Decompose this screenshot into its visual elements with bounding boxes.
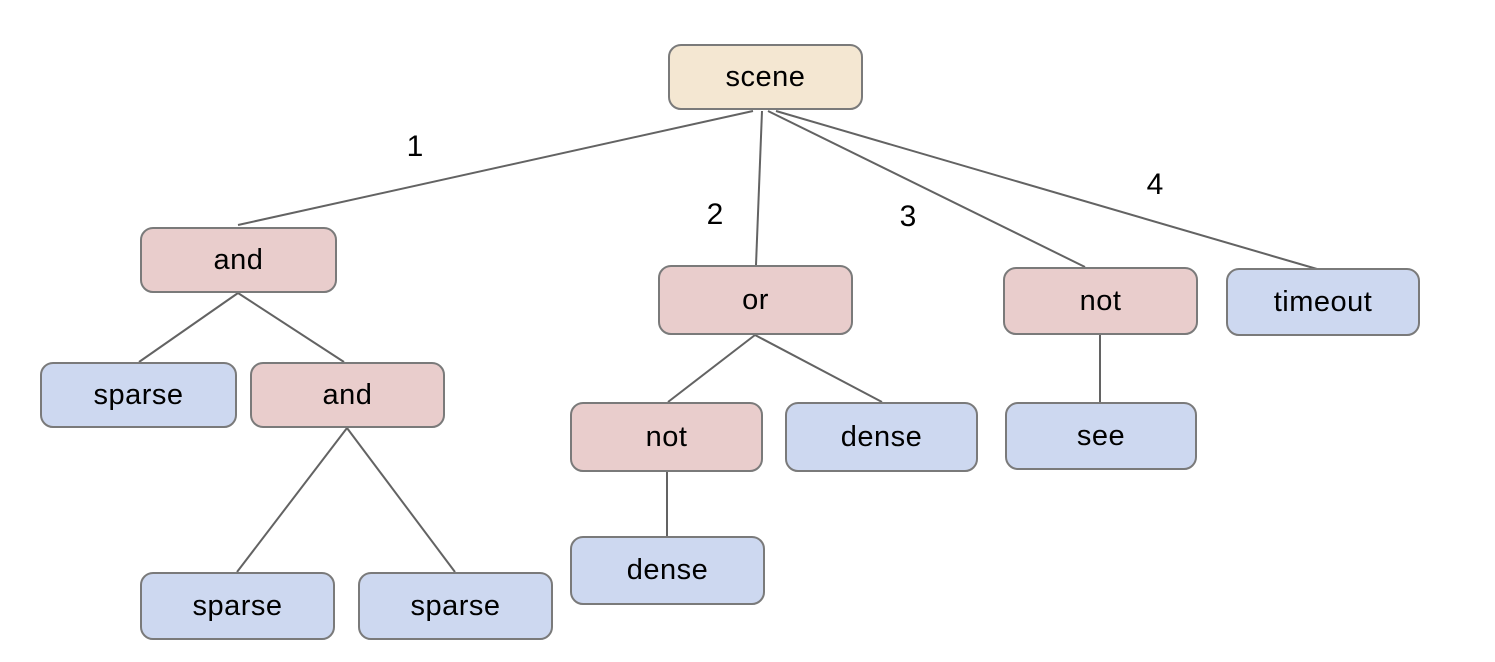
edge-or-dense — [754, 334, 883, 403]
edge-scene-timeout — [775, 110, 1318, 270]
node-sparse-1: sparse — [40, 362, 237, 428]
edge-scene-or — [755, 110, 763, 266]
edge-and2-sparse-left — [236, 427, 348, 573]
node-timeout: timeout — [1226, 268, 1420, 336]
node-sparse-3: sparse — [358, 572, 553, 640]
node-and: and — [140, 227, 337, 293]
edge-label-3: 3 — [899, 200, 917, 233]
edge-label-4: 4 — [1146, 168, 1164, 201]
node-dense-1: dense — [785, 402, 978, 472]
node-see: see — [1005, 402, 1197, 470]
node-dense-2: dense — [570, 536, 765, 605]
edge-and2-sparse-right — [346, 427, 456, 573]
edge-label-1: 1 — [406, 130, 424, 163]
edge-and-sparse — [138, 292, 239, 363]
edge-and-and — [237, 292, 345, 363]
node-scene: scene — [668, 44, 863, 110]
node-or: or — [658, 265, 853, 335]
edge-scene-and — [237, 110, 754, 226]
node-not-2: not — [570, 402, 763, 472]
node-not: not — [1003, 267, 1198, 335]
node-and-2: and — [250, 362, 445, 428]
node-sparse-2: sparse — [140, 572, 335, 640]
edge-label-2: 2 — [706, 198, 724, 231]
edge-or-not — [667, 334, 756, 403]
edge-scene-not — [767, 110, 1086, 268]
